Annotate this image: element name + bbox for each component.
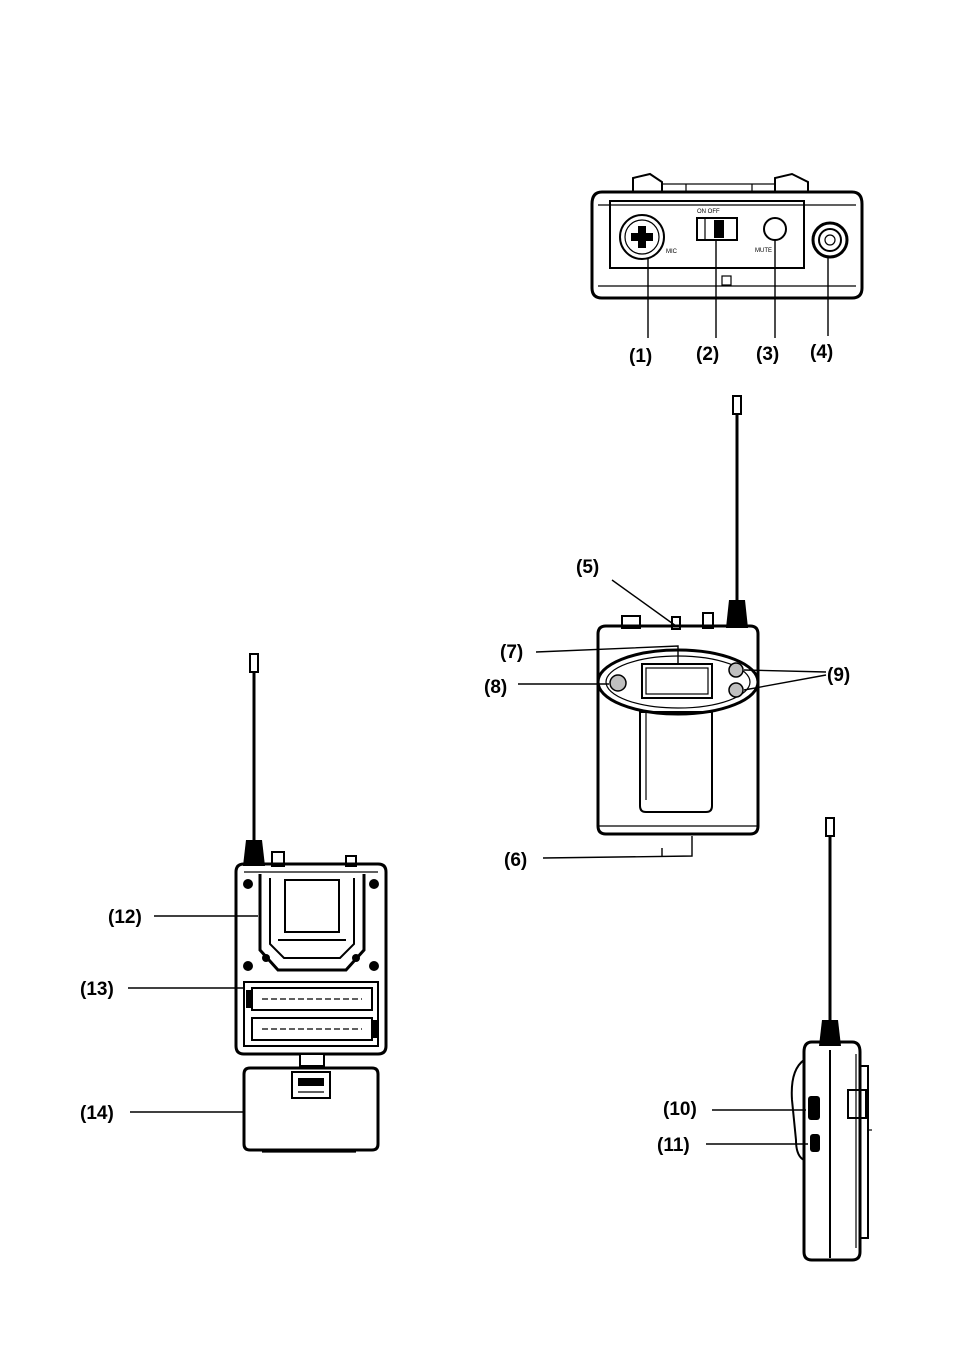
callout-7: (7) — [500, 642, 523, 663]
down-button — [728, 682, 744, 698]
callout-14: (14) — [80, 1103, 114, 1124]
side-view — [706, 817, 872, 1262]
mute-button: MUTE — [755, 217, 787, 254]
callout-labels: (1) (2) (3) (4) (5) (6) (7) (8) (9) (10)… — [80, 342, 850, 1156]
callout-5: (5) — [576, 557, 599, 578]
callout-3: (3) — [756, 344, 779, 365]
callout-8: (8) — [484, 677, 507, 698]
mic-input-jack: MIC — [619, 214, 678, 260]
callout-13: (13) — [80, 979, 114, 1000]
top-view: MIC ON OFF MUTE — [590, 172, 864, 338]
side-jack — [810, 1134, 820, 1152]
callout-2: (2) — [696, 344, 719, 365]
volume-control — [790, 1059, 820, 1161]
callout-6: (6) — [504, 850, 527, 871]
set-button — [609, 674, 627, 692]
belt-clip — [243, 874, 379, 972]
callout-4: (4) — [810, 342, 833, 363]
battery-compartment — [243, 981, 379, 1047]
callout-1: (1) — [629, 346, 652, 367]
callout-9: (9) — [827, 665, 850, 686]
lcd-display — [641, 663, 713, 699]
svg-text:MUTE: MUTE — [755, 248, 772, 254]
back-view — [128, 653, 388, 1153]
up-button — [728, 662, 744, 678]
callout-12: (12) — [108, 907, 142, 928]
svg-text:ON OFF: ON OFF — [697, 209, 720, 215]
svg-text:MIC: MIC — [666, 249, 678, 255]
front-view — [518, 395, 827, 859]
callout-11: (11) — [657, 1135, 690, 1156]
antenna-connector — [811, 221, 849, 259]
battery-cover — [242, 1066, 380, 1153]
callout-10: (10) — [663, 1099, 697, 1120]
power-switch: ON OFF — [696, 209, 738, 241]
